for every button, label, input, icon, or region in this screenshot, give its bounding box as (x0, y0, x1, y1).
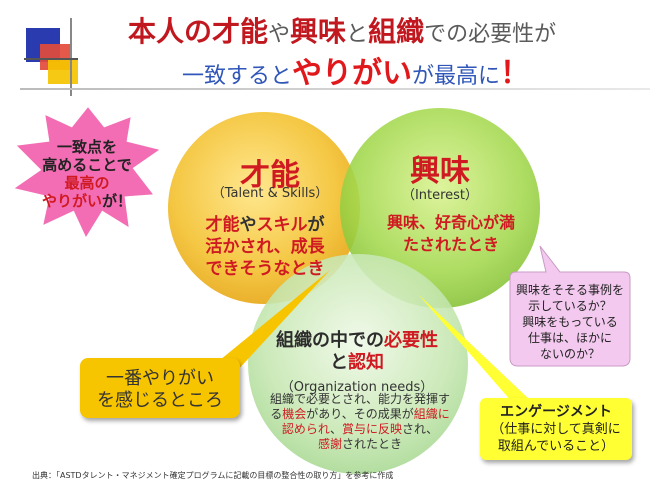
title-highest: が最高に (412, 64, 501, 89)
pink-callout-shape (509, 245, 631, 367)
org-desc-tail: されたとき (342, 437, 403, 451)
org-desc-recognized: 認められ (281, 422, 330, 436)
interest-circle (340, 108, 540, 308)
burst-tail: が！ (102, 192, 133, 210)
title-divider (20, 88, 650, 90)
orange-callout-pointer (220, 270, 330, 372)
title-exclamation: ！ (500, 56, 531, 91)
most-rewarding-text: 一番やりがい を感じるところ (80, 368, 240, 412)
organization-circle (248, 254, 468, 474)
burst-line-2: 高めることで (42, 156, 132, 174)
interest-description: 興味、好奇心が満 たされたとき (376, 212, 526, 256)
question-line-1: 興味をそそる事例を (515, 283, 624, 297)
organization-title: 組織の中での必要性 と認知 (262, 330, 452, 374)
talent-desc-particle: が (307, 215, 325, 235)
org-desc-comma: 、 (329, 422, 342, 436)
org-title-necessity: 必要性 (384, 330, 438, 351)
org-title-and: と (330, 352, 348, 373)
title-tail: での必要性が (424, 22, 557, 47)
talent-desc-particle: や (239, 215, 257, 235)
title-talent: 本人の才能 (128, 15, 269, 48)
title-match: 一致すると (182, 64, 293, 89)
org-desc-thanks: 感謝 (317, 437, 342, 451)
interest-question-text: 興味をそそる事例を 示しているか？ 興味をもっている 仕事は、ほかに ないのか？ (510, 282, 630, 362)
source-note: 出典：「ASTDタレント・マネジメント確定プログラムに記載の目標の整合性の取り方… (32, 471, 394, 480)
org-desc-results: があり、その成果が (306, 407, 414, 421)
talent-desc-ability: 才能 (205, 215, 240, 235)
title-interest: 興味 (290, 15, 347, 48)
title-yarigai: やりがい (292, 56, 413, 91)
org-title-recognition: 認知 (348, 352, 384, 373)
most-rewarding-line-2: を感じるところ (97, 390, 223, 411)
talent-subtitle: （Talent & Skills） (211, 186, 329, 201)
talent-desc-line-3: できそうなとき (205, 259, 325, 279)
organization-description: 組織で必要とされ、能力を発揮す る機会があり、その成果が組織に 認められ、賞与に… (250, 392, 470, 452)
question-line-4: 仕事は、ほかに (527, 331, 612, 345)
talent-desc-skill: スキル (256, 215, 308, 235)
talent-desc-growth: 成長 (290, 237, 325, 257)
org-desc-sare: され、 (402, 422, 439, 436)
most-rewarding-callout (80, 358, 240, 418)
interest-desc-curiosity: 好奇心 (434, 213, 483, 232)
most-rewarding-line-1: 一番やりがい (106, 368, 214, 389)
engagement-line-2: （仕事に対して真剣に (491, 422, 621, 437)
burst-line-1: 一致点を (56, 138, 117, 156)
talent-description: 才能やスキルが 活かされ、成長 できそうなとき (195, 214, 335, 280)
talent-desc-utilized: 活かされ、 (205, 237, 291, 257)
org-desc-opportunity: 機会 (282, 407, 307, 421)
engagement-line-3: 取組んでいること） (497, 439, 615, 454)
yellow-callout-pointer (418, 294, 530, 402)
title-particle: と (346, 22, 369, 47)
org-desc-bonus: 賞与に反映 (342, 422, 403, 436)
question-line-5: ないのか？ (539, 347, 600, 361)
talent-title: 才能 (240, 158, 300, 193)
burst-line-4: やりがいが！ (32, 192, 142, 210)
org-desc-line-1: 組織で必要とされ、能力を発揮す (269, 392, 451, 406)
engagement-callout (480, 398, 632, 460)
question-line-3: 興味をもっている (522, 315, 618, 329)
interest-desc-line-2: たされたとき (402, 235, 499, 254)
org-title-within: 組織の中での (276, 330, 384, 351)
interest-title: 興味 (410, 154, 470, 189)
logo-yellow-square (48, 58, 78, 84)
interest-desc-interest: 興味、 (386, 213, 435, 232)
logo-horizontal-line (24, 58, 78, 60)
interest-desc-satisfied: が満 (483, 213, 516, 232)
organization-subtitle: （Organization needs） (280, 380, 434, 395)
title-particle: や (268, 22, 291, 47)
org-desc-organization: 組織に (413, 407, 450, 421)
engagement-text: エンゲージメント （仕事に対して真剣に 取組んでいること） (480, 404, 632, 455)
burst-text: 一致点を 高めることで 最高の やりがいが！ (32, 138, 142, 210)
logo-vertical-line (70, 18, 72, 96)
title-organization: 組織 (368, 15, 425, 48)
interest-subtitle: （Interest） (401, 188, 479, 203)
burst-yarigai: やりがい (41, 192, 102, 210)
talent-circle (168, 112, 360, 304)
org-desc-ru: る (270, 407, 283, 421)
title-line-2: 一致するとやりがいが最高に！ (182, 48, 530, 92)
engagement-title: エンゲージメント (500, 404, 612, 420)
question-line-2: 示しているか？ (528, 299, 612, 313)
burst-line-3: 最高の (64, 174, 110, 192)
title-line-1: 本人の才能や興味と組織での必要性が (128, 10, 556, 50)
pink-burst-shape (14, 107, 160, 238)
